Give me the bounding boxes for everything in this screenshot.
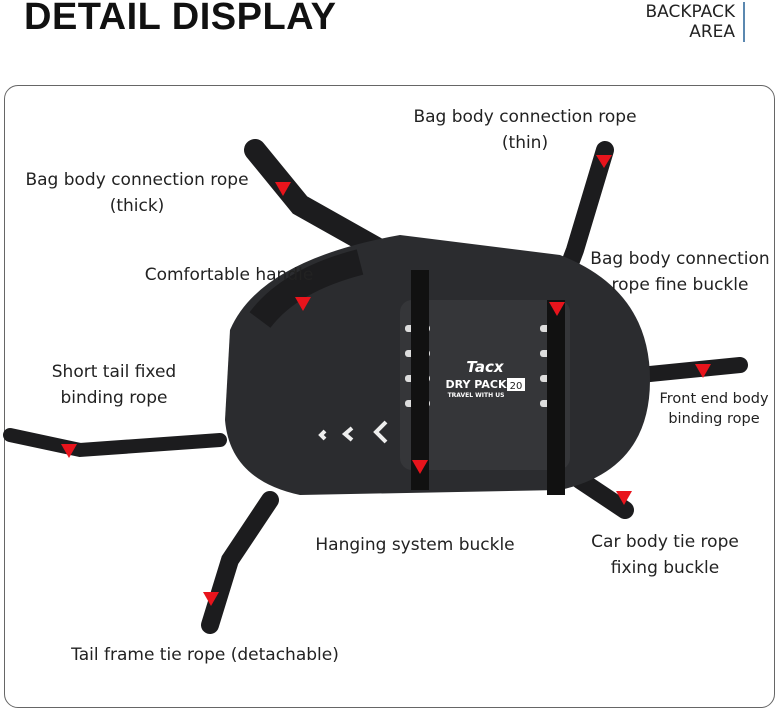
label-thin-rope: Bag body connection rope(thin) bbox=[413, 107, 637, 153]
marker-icons bbox=[61, 155, 711, 606]
front-panel bbox=[400, 300, 570, 470]
label-thick-rope: Bag body connection rope(thick) bbox=[25, 170, 249, 216]
detail-frame bbox=[4, 85, 775, 708]
tagline: TRAVEL WITH US bbox=[448, 392, 505, 399]
marker-icon bbox=[695, 364, 711, 378]
marker-icon bbox=[203, 592, 219, 606]
capacity-badge: 20 bbox=[510, 381, 523, 392]
reflective-chevrons bbox=[318, 420, 388, 444]
marker-icon bbox=[412, 460, 428, 474]
label-tail-frame-rope: Tail frame tie rope (detachable) bbox=[71, 645, 339, 665]
product-name: DRY PACK bbox=[446, 378, 507, 391]
marker-icon bbox=[61, 444, 77, 458]
handle bbox=[249, 249, 364, 329]
label-handle: Comfortable handle bbox=[144, 265, 314, 285]
marker-icon bbox=[275, 182, 291, 196]
section-label: BACKPACK AREA bbox=[645, 2, 745, 42]
vertical-straps bbox=[411, 270, 565, 495]
brand-logo: Tacx bbox=[466, 358, 504, 376]
marker-icon bbox=[549, 302, 565, 316]
marker-icon bbox=[596, 155, 612, 168]
page-title: DETAIL DISPLAY bbox=[24, 0, 337, 38]
label-hanging-buckle: Hanging system buckle bbox=[315, 535, 515, 555]
marker-icon bbox=[616, 491, 632, 505]
marker-icon bbox=[295, 297, 311, 311]
